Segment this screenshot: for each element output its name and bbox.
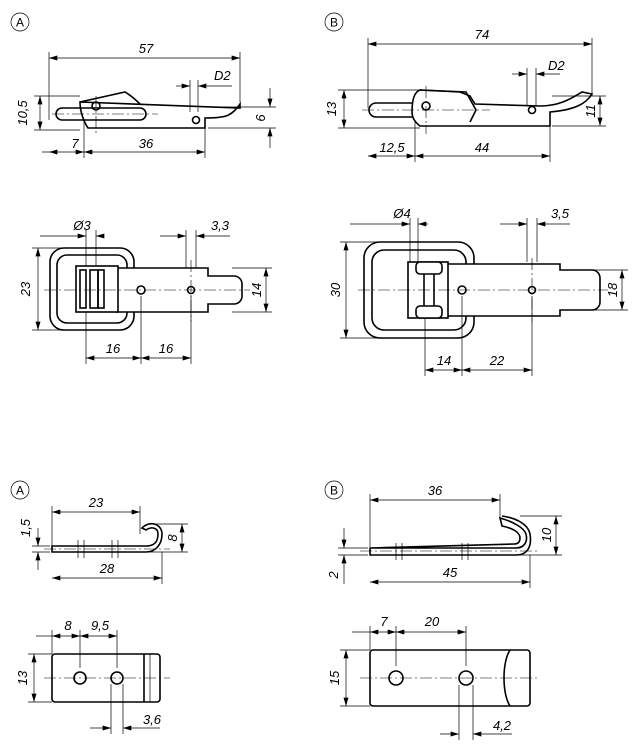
dim-b-tab-width: 18 bbox=[605, 282, 620, 297]
dim-a-offset: 7 bbox=[71, 136, 79, 151]
dim-a-span1: 16 bbox=[106, 341, 121, 356]
view-b-label: B bbox=[330, 16, 338, 30]
dim-hb-edge: 7 bbox=[380, 614, 388, 629]
dim-b-offset: 12,5 bbox=[379, 140, 405, 155]
dim-a-span2: 16 bbox=[159, 341, 174, 356]
dim-ha-hook-height: 8 bbox=[165, 534, 180, 542]
dim-b-span1: 14 bbox=[437, 353, 451, 368]
dim-b-width: 30 bbox=[328, 282, 343, 297]
dim-hb-length-top: 36 bbox=[428, 483, 443, 498]
dim-a-tip: 6 bbox=[253, 114, 268, 122]
dim-b-pitch: 44 bbox=[475, 140, 489, 155]
view-a-side: A 57 D2 10,5 6 bbox=[10, 12, 276, 158]
hook-b-marker bbox=[324, 480, 344, 500]
hook-a-side: A 23 1,5 8 28 bbox=[10, 480, 188, 584]
dim-b-span2: 22 bbox=[489, 353, 505, 368]
view-b-side: B 74 D2 13 11 12,5 4 bbox=[324, 12, 606, 162]
dim-b-hole: D2 bbox=[548, 58, 565, 73]
view-a-marker bbox=[10, 12, 30, 32]
dim-hb-hole-offset: 4,2 bbox=[493, 718, 512, 733]
hook-b-side: B 36 2 10 45 bbox=[324, 480, 562, 588]
dim-ha-thickness: 1,5 bbox=[18, 518, 33, 537]
hook-a-marker bbox=[10, 480, 30, 500]
dim-hb-pitch: 20 bbox=[424, 614, 440, 629]
dim-b-hole-offset: 3,5 bbox=[551, 206, 570, 221]
dim-b-tip: 11 bbox=[583, 104, 598, 118]
dim-ha-edge: 8 bbox=[64, 618, 72, 633]
dim-a-width: 23 bbox=[18, 281, 33, 297]
dim-ha-hole-offset: 3,6 bbox=[143, 712, 162, 727]
dim-a-pitch: 36 bbox=[139, 136, 154, 151]
hook-a-label: A bbox=[16, 484, 24, 498]
dim-a-pin-dia: Ø3 bbox=[72, 218, 91, 233]
dim-ha-length-top: 23 bbox=[88, 495, 104, 510]
dim-a-height: 10,5 bbox=[15, 100, 30, 126]
dim-b-height: 13 bbox=[324, 101, 339, 116]
view-a-label: A bbox=[16, 16, 24, 30]
view-a-top: Ø3 3,3 23 14 bbox=[18, 218, 272, 364]
hook-b-label: B bbox=[330, 484, 338, 498]
dim-ha-length: 28 bbox=[99, 561, 115, 576]
dim-a-tab-width: 14 bbox=[249, 283, 264, 297]
dim-ha-width: 13 bbox=[15, 670, 30, 685]
dim-b-length: 74 bbox=[475, 27, 489, 42]
dim-hb-thickness: 2 bbox=[326, 571, 341, 580]
view-b-top: Ø4 3,5 30 18 bbox=[328, 206, 628, 376]
dim-a-hole: D2 bbox=[214, 68, 231, 83]
hook-b-top: 7 20 15 4,2 bbox=[327, 614, 540, 740]
dim-hb-length: 45 bbox=[443, 565, 458, 580]
dim-hb-width: 15 bbox=[327, 670, 342, 685]
dim-a-hole-offset: 3,3 bbox=[211, 218, 230, 233]
dim-b-pin-dia: Ø4 bbox=[392, 206, 410, 221]
hook-a-top: 8 9,5 13 3,6 bbox=[15, 618, 170, 734]
view-b-marker bbox=[324, 12, 344, 32]
dim-ha-pitch: 9,5 bbox=[91, 618, 110, 633]
dim-a-length: 57 bbox=[139, 41, 154, 56]
dim-hb-hook-height: 10 bbox=[539, 527, 554, 542]
